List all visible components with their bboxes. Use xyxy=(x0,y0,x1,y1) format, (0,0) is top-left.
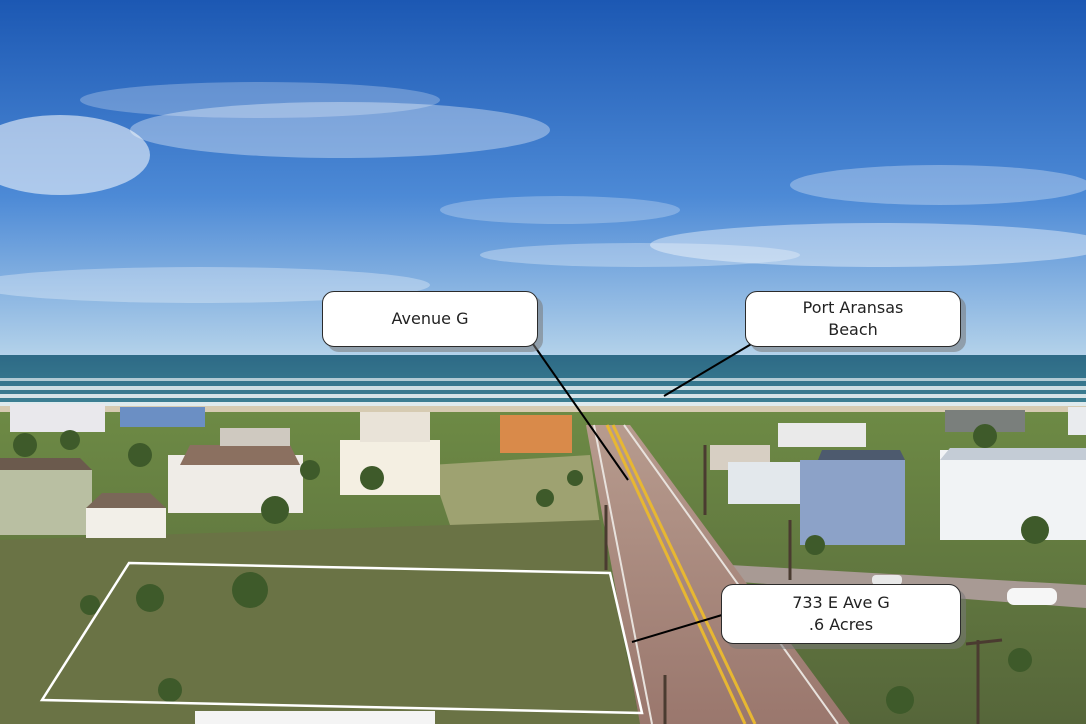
road-edge-line-2 xyxy=(623,424,839,724)
trees xyxy=(13,424,1049,714)
utility-poles xyxy=(604,445,1003,724)
sandy-dune xyxy=(430,455,600,525)
beach-leader-line xyxy=(663,342,754,397)
avenue-g-label: Avenue G xyxy=(391,309,469,328)
road-center-stripe xyxy=(605,424,747,724)
beach-label-line2: Beach xyxy=(828,320,878,339)
right-houses xyxy=(710,407,1086,545)
left-houses xyxy=(0,404,572,538)
white-car xyxy=(1007,588,1057,605)
lot-address-label: 733 E Ave G xyxy=(792,593,890,612)
beach-label-line1: Port Aransas xyxy=(802,298,904,317)
ocean xyxy=(0,355,1086,410)
port-aransas-beach-callout: Port Aransas Beach xyxy=(745,291,961,347)
avenue-g-callout: Avenue G xyxy=(322,291,538,347)
clouds xyxy=(0,82,1086,303)
avenue-leader-line xyxy=(532,343,629,481)
white-fence xyxy=(195,711,435,724)
lot-acreage-label: .6 Acres xyxy=(808,615,874,634)
lot-outline xyxy=(39,561,644,715)
road-center-stripe-2 xyxy=(611,424,757,724)
dark-car xyxy=(872,575,902,585)
lot-address-callout: 733 E Ave G .6 Acres xyxy=(721,584,961,644)
surf xyxy=(0,378,1086,408)
road-edge-line xyxy=(593,424,653,724)
foreground-dune xyxy=(0,520,640,724)
beach-sand xyxy=(0,406,1086,414)
lot-leader-line xyxy=(631,614,723,643)
